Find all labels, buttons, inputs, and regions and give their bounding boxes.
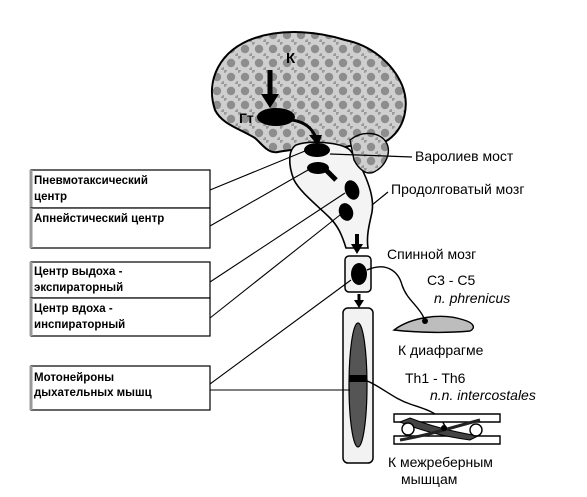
inspiratory-nucleus: [338, 203, 354, 221]
inspiratory-line1: Центр вдоха -: [34, 303, 113, 315]
cord-segment-arrowhead: [354, 300, 364, 308]
thoracic-motoneuron-mark: [349, 375, 367, 382]
expiratory-line2: экспираторный: [34, 282, 123, 294]
thoracic-segments-label: Th1 - Th6: [405, 370, 466, 386]
cervical-segments-label: C3 - C5: [427, 272, 475, 288]
box-inspiratory: [30, 297, 211, 337]
rib-upper: [393, 413, 501, 423]
medulla-label: Продолговатый мозг: [391, 181, 524, 197]
left-boxes: Пневмотаксический центр Апнейстический ц…: [29, 169, 211, 411]
pneumotaxic-line1: Пневмотаксический: [34, 175, 148, 187]
leader-motoneurons-cervical: [209, 279, 352, 385]
hypothalamus-label: Гт: [239, 110, 254, 126]
to-intercostal-label-2: мышцам: [401, 471, 457, 487]
pons-label: Варолиев мост: [415, 148, 514, 164]
to-intercostal-label-1: К межреберным: [388, 454, 493, 470]
pneumotaxic-line2: центр: [34, 191, 67, 203]
inspiratory-line2: инспираторный: [34, 319, 125, 331]
phrenic-nerve-line: [366, 266, 425, 319]
motoneurons-line1: Мотонейроны: [34, 372, 114, 384]
expiratory-line1: Центр выдоха -: [34, 266, 123, 278]
cerebellum: [349, 132, 390, 174]
apneustic-nucleus: [307, 162, 329, 174]
box-pneumotaxic: [30, 169, 211, 209]
rib-cross-section-right: [469, 423, 483, 437]
spinal-cord: [342, 255, 374, 464]
rib-cross-section-left: [401, 422, 415, 436]
box-motoneurons: [30, 365, 211, 411]
apneustic-line: Апнейстический центр: [34, 213, 164, 225]
expiratory-nucleus: [344, 180, 360, 200]
cervical-motoneuron-nucleus: [351, 263, 367, 285]
intercostal-pathway: [359, 377, 501, 445]
spinal-cord-label: Спинной мозг: [387, 246, 476, 262]
motoneurons-line2: дыхательных мышц: [34, 387, 152, 399]
medulla-to-cord-arrowhead: [351, 244, 363, 254]
phrenic-nerve-ending: [422, 318, 428, 324]
to-diaphragm-label: К диафрагме: [398, 342, 484, 358]
right-labels: Варолиев мост Продолговатый мозг Спинной…: [329, 148, 536, 487]
box-expiratory: [30, 261, 211, 299]
medulla-leader-line: [371, 191, 389, 206]
phrenic-nerve-label: n. phrenicus: [434, 290, 510, 306]
intercostal-muscle-cross: [399, 418, 481, 442]
phrenic-pathway: [366, 266, 475, 334]
box-apneustic: [30, 207, 211, 249]
diaphragm-muscle: [392, 315, 475, 334]
cortex-arrowhead: [261, 94, 279, 108]
thoracic-motoneuron-column: [348, 322, 368, 448]
pons-leader-line: [329, 153, 413, 158]
pons-to-medulla-arrow: [324, 168, 338, 182]
leader-inspiratory: [209, 214, 341, 319]
hypothalamus-nucleus: [257, 108, 295, 126]
brainstem: [288, 132, 390, 254]
leader-pneumotaxic: [209, 150, 306, 191]
leader-lines: [209, 150, 352, 391]
leader-expiratory: [209, 192, 346, 283]
leader-apneustic: [209, 169, 309, 227]
intercostal-nerves-label: n.n. intercostales: [430, 387, 536, 403]
cortex-label: К: [286, 50, 296, 67]
intercostal-nerve-ending: [441, 425, 447, 431]
pneumotaxic-nucleus: [304, 143, 330, 157]
